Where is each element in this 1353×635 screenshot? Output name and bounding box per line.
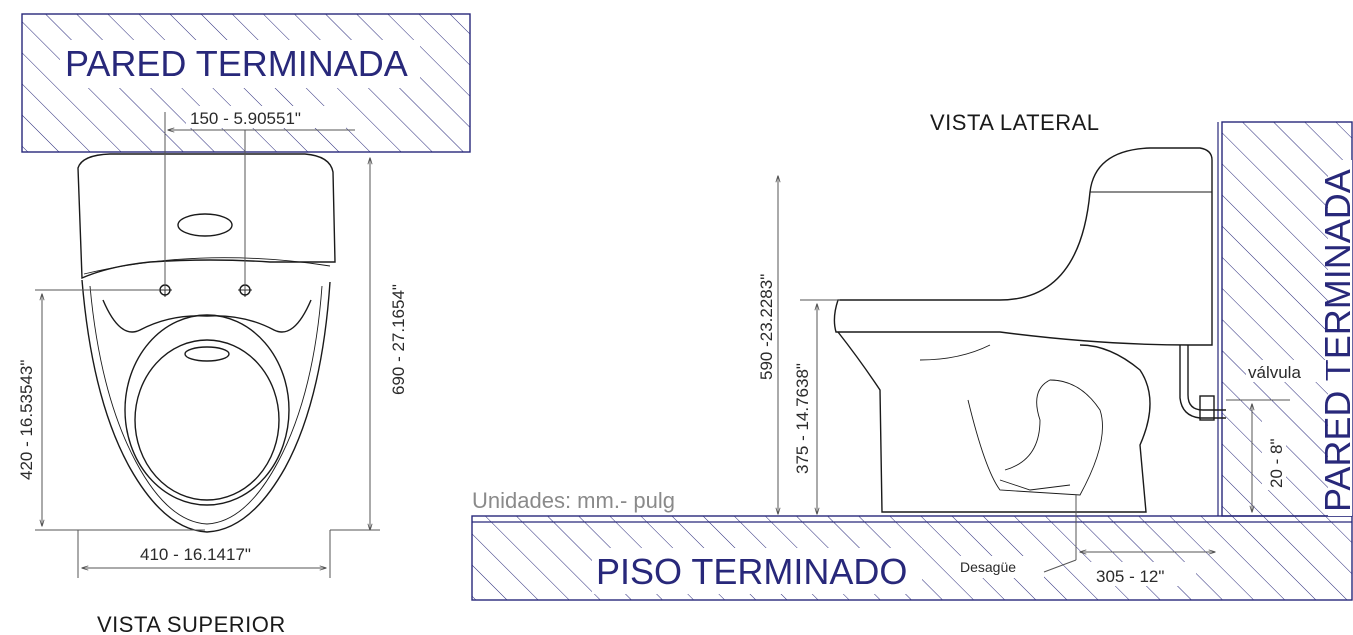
side-trapway bbox=[967, 379, 1103, 496]
side-view-title: VISTA LATERAL bbox=[930, 110, 1100, 135]
top-seat-outer bbox=[124, 314, 290, 506]
side-lid-outline bbox=[833, 191, 1191, 346]
dim-valve-text: 20 - 8" bbox=[1267, 438, 1286, 488]
floor-label: PISO TERMINADO bbox=[596, 551, 907, 592]
lid-handle-ellipse bbox=[184, 346, 230, 362]
top-bowl-outer bbox=[81, 279, 331, 533]
top-tank-outline bbox=[77, 153, 336, 280]
top-view: PARED TERMINADA 150 - 5.90551" 690 - 27.… bbox=[17, 13, 471, 635]
dim410-text: 410 - 16.1417" bbox=[140, 545, 251, 564]
drain-label: Desagüe bbox=[960, 559, 1016, 575]
dim590-text: 590 -23.2283" bbox=[757, 274, 776, 380]
top-seat-hinge-line bbox=[102, 299, 312, 333]
top-view-title: VISTA SUPERIOR bbox=[97, 612, 286, 635]
top-seat-inner bbox=[134, 339, 280, 501]
units-note: Unidades: mm.- pulg bbox=[472, 488, 675, 513]
supply-pipe bbox=[1187, 345, 1226, 411]
dim305-text: 305 - 12" bbox=[1096, 567, 1164, 586]
top-bowl-rim bbox=[89, 285, 323, 525]
top-wall-label-bg bbox=[60, 40, 420, 88]
top-tank-edge bbox=[83, 257, 331, 275]
side-bowl-outline bbox=[837, 331, 1151, 513]
valve-label: válvula bbox=[1248, 363, 1301, 382]
flush-button-ellipse bbox=[177, 213, 233, 237]
side-tank-outline bbox=[1089, 147, 1213, 346]
dim690-text: 690 - 27.1654" bbox=[389, 284, 408, 395]
side-wall-label: PARED TERMINADA bbox=[1317, 169, 1353, 512]
dim375-text: 375 - 14.7638" bbox=[793, 363, 812, 474]
side-view: VISTA LATERAL PISO TERMINADO PARED TERMI… bbox=[471, 110, 1353, 601]
top-wall-label: PARED TERMINADA bbox=[65, 43, 408, 84]
dim420-text: 420 - 16.53543" bbox=[17, 360, 36, 480]
dim150-text: 150 - 5.90551" bbox=[190, 109, 301, 128]
